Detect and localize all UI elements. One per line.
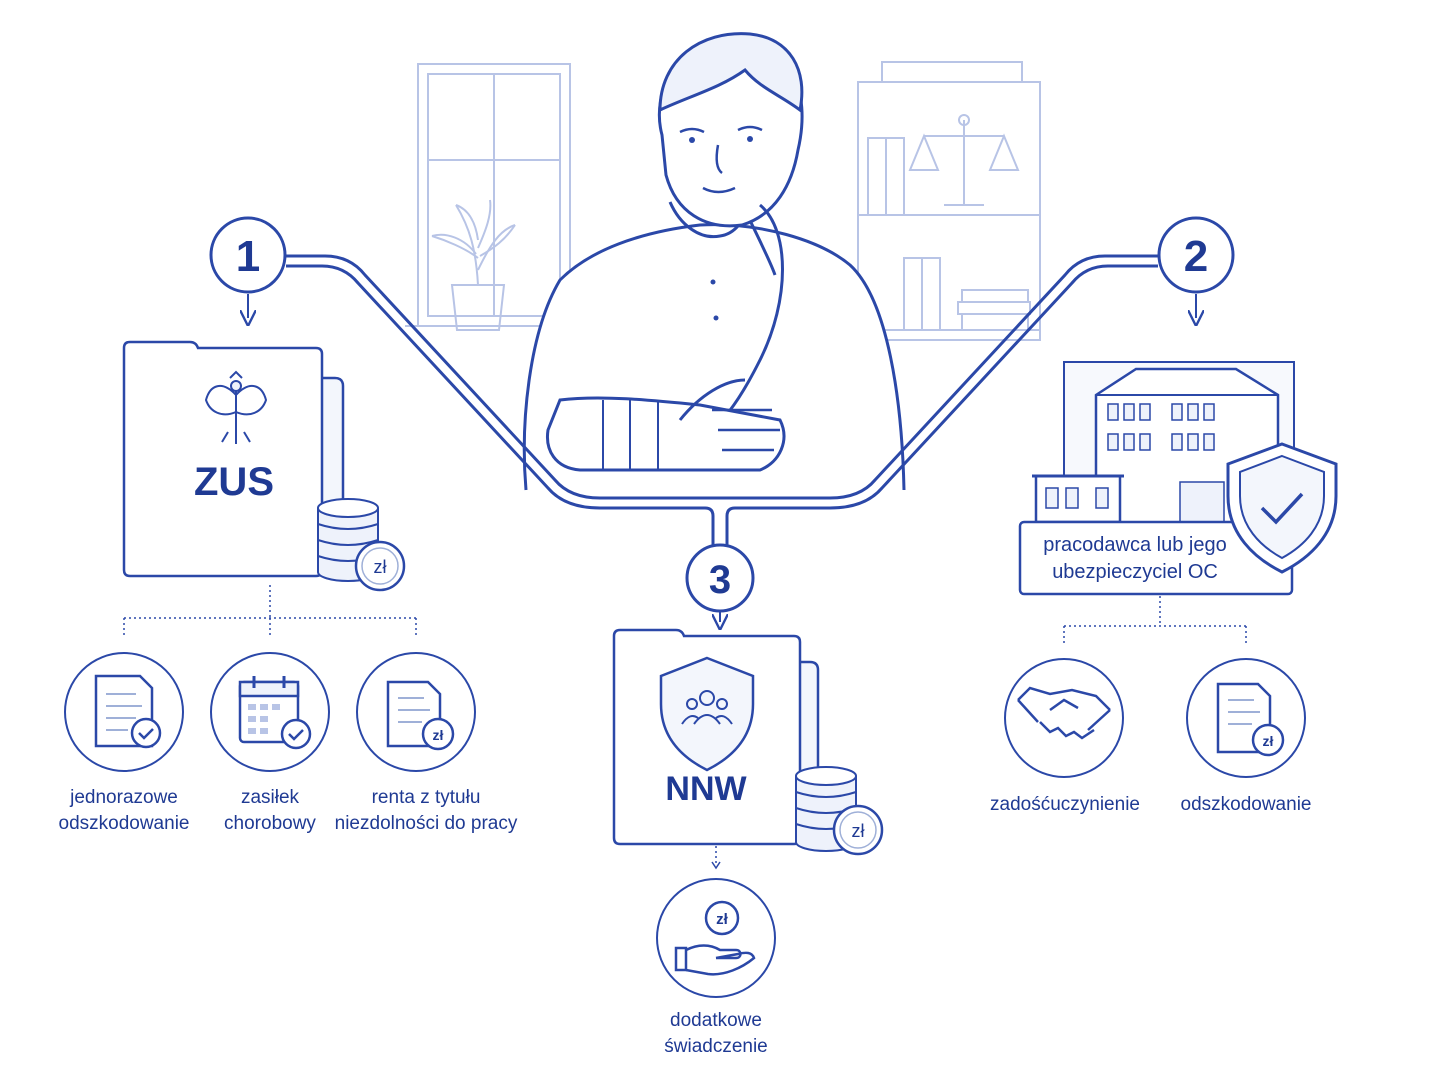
badge-1: 1 (209, 216, 287, 294)
damages-currency: zł (1263, 733, 1274, 749)
document-check-icon (94, 674, 162, 749)
nnw-title: NNW (665, 770, 747, 808)
zus-folder: ZUS zł (122, 340, 406, 592)
polish-eagle-icon (204, 370, 268, 444)
badge-1-number: 1 (236, 232, 260, 281)
zus-title: ZUS (194, 460, 274, 504)
nnw-arrow-icon (711, 861, 721, 870)
benefit-redress-label: zadośćuczynienie (990, 794, 1140, 815)
benefit-disability-pension: zł (356, 652, 476, 772)
nnw-coin-currency: zł (852, 821, 865, 841)
benefit-damages-label: odszkodowanie (1180, 794, 1312, 815)
benefit-additional: zł (656, 878, 776, 998)
zus-benefit-tree (123, 585, 417, 636)
injured-worker-illustration (522, 32, 906, 491)
benefit-redress (1004, 658, 1124, 778)
badge-2-number: 2 (1184, 232, 1208, 281)
document-currency-icon: zł (386, 680, 455, 751)
scales-of-justice-icon (908, 114, 1020, 206)
window-illustration (405, 63, 580, 327)
badge-3-number: 3 (709, 558, 731, 602)
benefit-disability-pension-label: renta z tytułu niezdolności do pracy (334, 787, 518, 834)
benefit-one-time-compensation-label: jednorazowe odszkodowanie (58, 787, 190, 834)
shield-people-icon (659, 656, 755, 772)
zloty-coin-icon: zł (354, 540, 406, 592)
zus-coin-currency: zł (374, 557, 387, 577)
benefit-additional-label: dodatkowe świadczenie (664, 1010, 768, 1057)
calendar-check-icon (238, 676, 312, 750)
benefit-sickness-allowance (210, 652, 330, 772)
additional-currency: zł (716, 911, 729, 928)
shield-check-icon (1226, 442, 1338, 574)
zloty-coin-icon: zł (832, 804, 884, 856)
building-windows (1107, 403, 1215, 451)
benefit-sickness-allowance-label: zasiłek chorobowy (224, 787, 316, 834)
employer-building (1018, 361, 1338, 596)
badge-2: 2 (1157, 216, 1235, 294)
benefit-damages: zł (1186, 658, 1306, 778)
badge-3: 3 (685, 543, 755, 613)
handshake-icon (1017, 686, 1111, 740)
bookshelf-illustration (857, 61, 1041, 341)
connector-lines (248, 254, 1196, 622)
employer-title: pracodawca lub jego ubezpieczyciel OC (1043, 534, 1227, 583)
nnw-folder: NNW zł (612, 628, 884, 856)
pension-currency: zł (433, 727, 444, 743)
document-currency-icon: zł (1216, 682, 1285, 757)
benefit-one-time-compensation (64, 652, 184, 772)
plant-icon (431, 199, 516, 331)
employer-benefit-tree (1063, 596, 1247, 644)
hand-coin-icon: zł (674, 900, 756, 976)
office-background (405, 61, 1041, 341)
